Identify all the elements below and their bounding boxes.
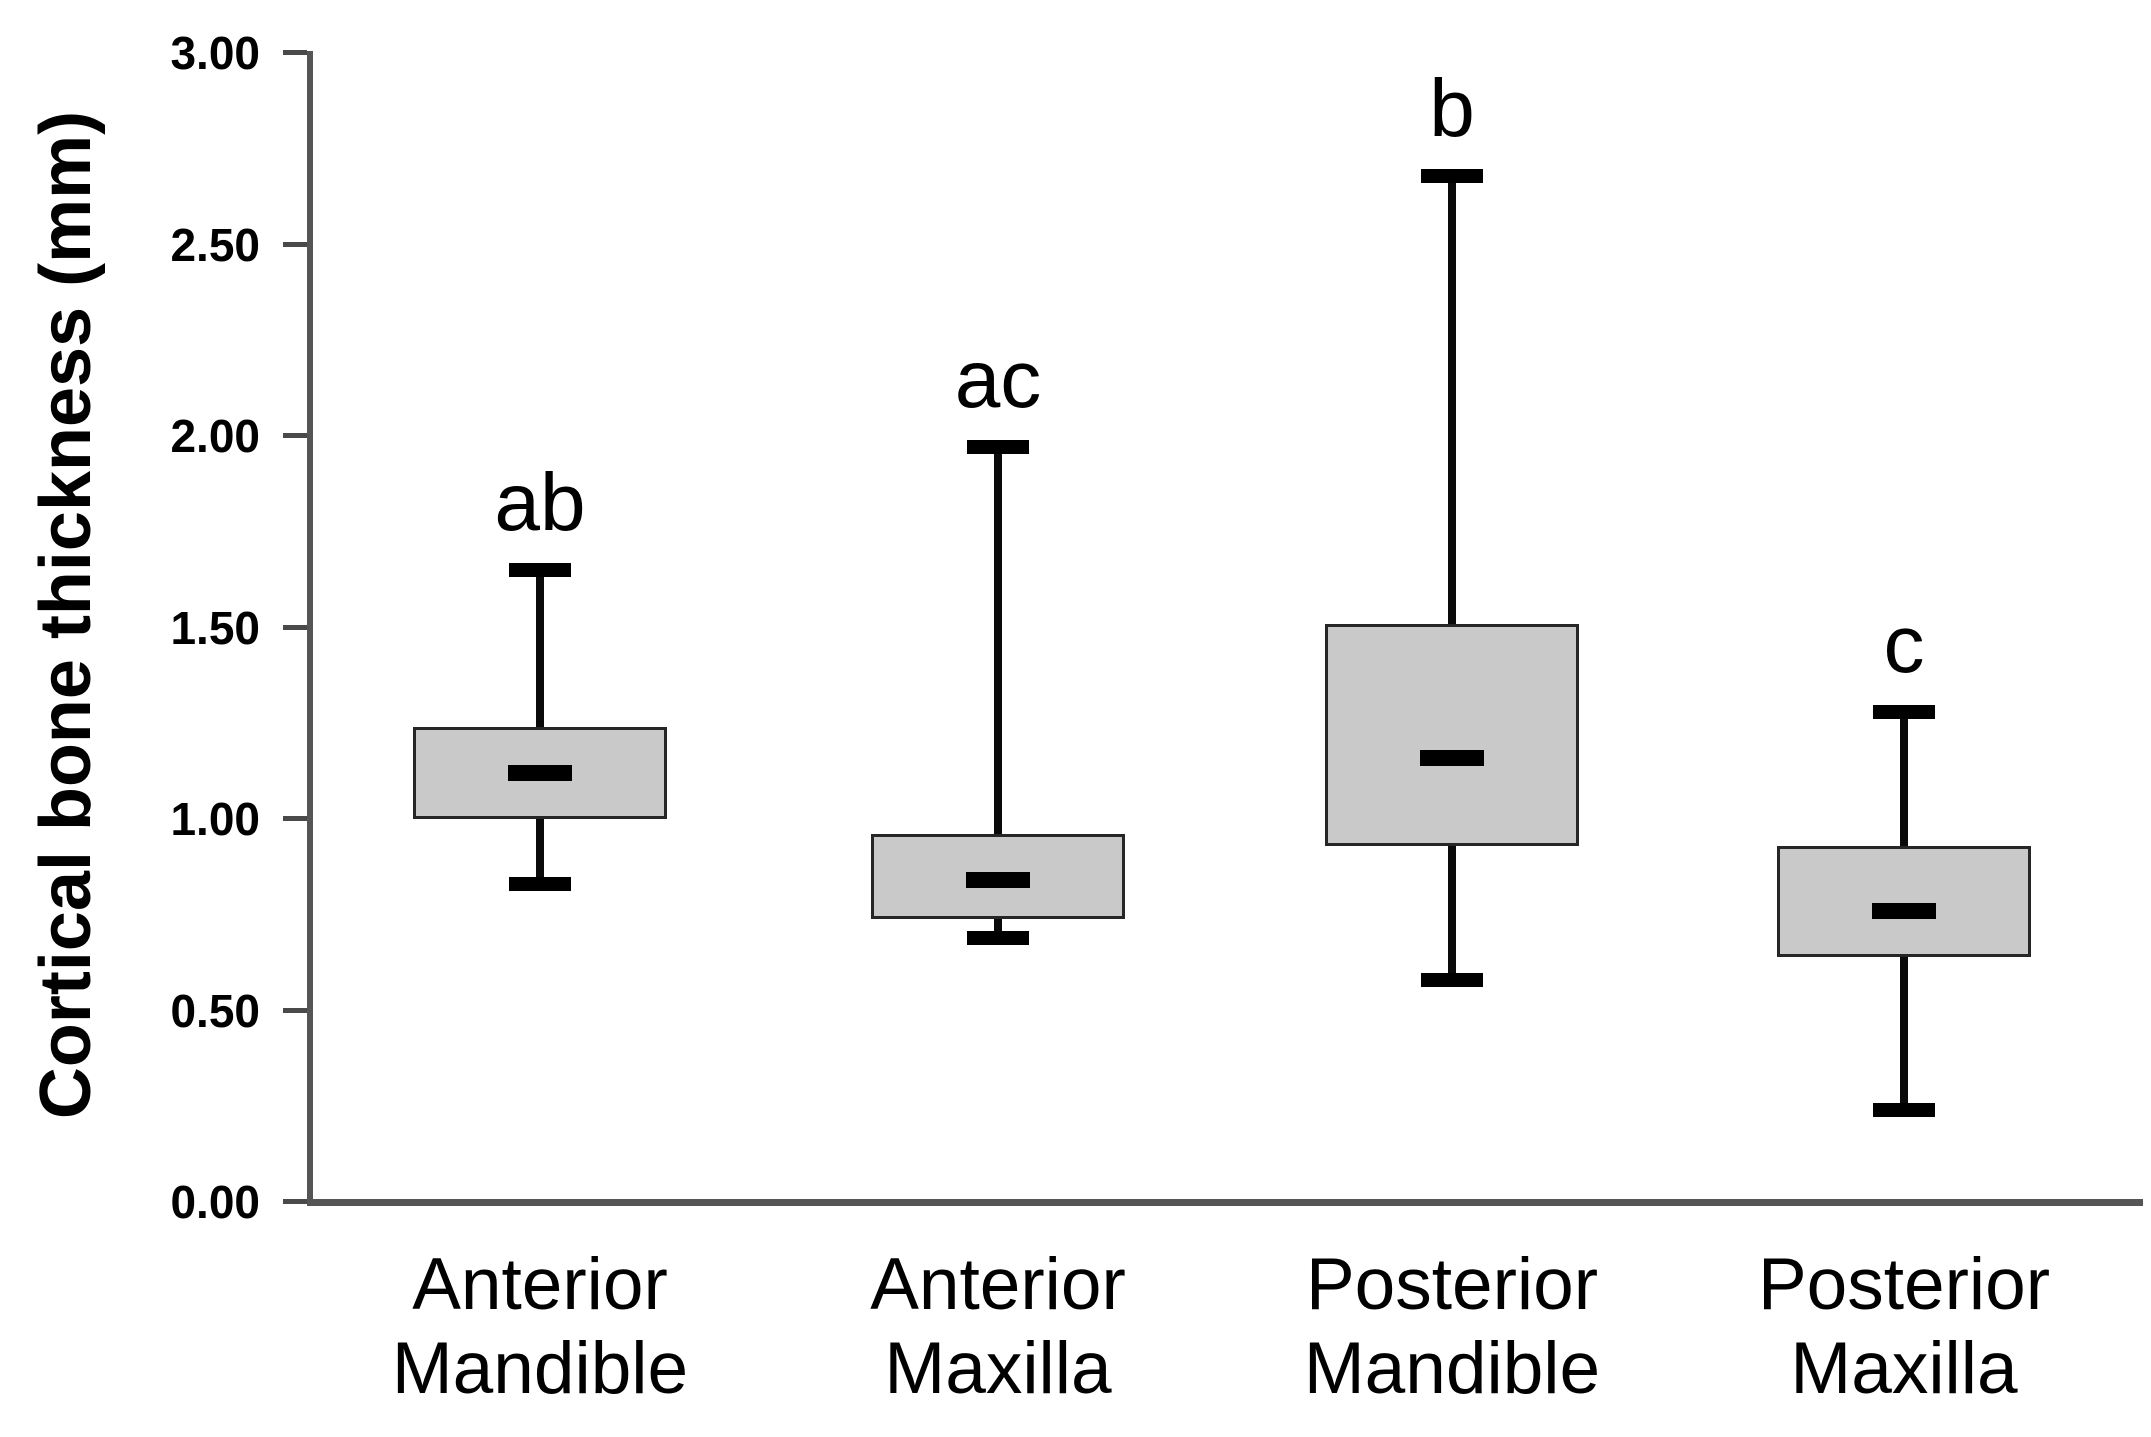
y-tick-label: 3.00 [170,27,260,79]
iqr-box [1325,623,1579,846]
whisker-line [536,570,544,885]
iqr-box [1777,845,2031,957]
lower-whisker-cap [1421,972,1483,987]
category-label-line: Posterior [1305,1244,1599,1325]
upper-whisker-cap [1421,168,1483,183]
lower-whisker-cap [1873,1103,1935,1118]
category-label-line: Maxilla [1790,1328,2018,1409]
x-axis-line [307,1199,2143,1206]
y-tick-label: 0.00 [170,1176,260,1228]
category-label-line: Posterior [1757,1244,2051,1325]
y-tick-mark [283,816,307,821]
lower-whisker-cap [967,930,1029,945]
y-tick-label: 2.50 [170,218,260,271]
upper-whisker-cap [1873,704,1935,719]
y-tick-label: 1.50 [170,601,260,654]
median-bar [508,765,572,782]
category-label-line: Anterior [870,1244,1126,1325]
median-bar [1872,902,1936,919]
y-tick-mark [283,433,307,438]
whisker-line [1448,175,1456,980]
y-tick-mark [283,624,307,630]
upper-whisker-cap [509,563,571,578]
median-bar [966,872,1030,889]
whisker-line [994,447,1002,938]
y-tick-mark [283,50,307,55]
significance-letter: ac [954,334,1042,426]
significance-letter: b [1429,62,1475,154]
lower-whisker-cap [509,877,571,892]
y-tick-mark [283,1199,307,1204]
y-axis-line [307,51,313,1205]
category-label-line: Maxilla [884,1328,1112,1409]
significance-letter: c [1883,598,1925,690]
y-tick-label: 0.50 [170,984,260,1037]
category-label-line: Mandible [391,1328,689,1409]
y-tick-label: 1.00 [170,793,260,845]
category-label-line: Mandible [1303,1328,1601,1409]
y-tick-mark [283,1007,307,1013]
y-tick-mark [283,241,307,247]
significance-letter: ab [494,457,586,549]
category-label-line: Anterior [412,1244,668,1325]
median-bar [1420,749,1484,766]
y-tick-label: 2.00 [170,410,260,462]
upper-whisker-cap [967,440,1029,455]
